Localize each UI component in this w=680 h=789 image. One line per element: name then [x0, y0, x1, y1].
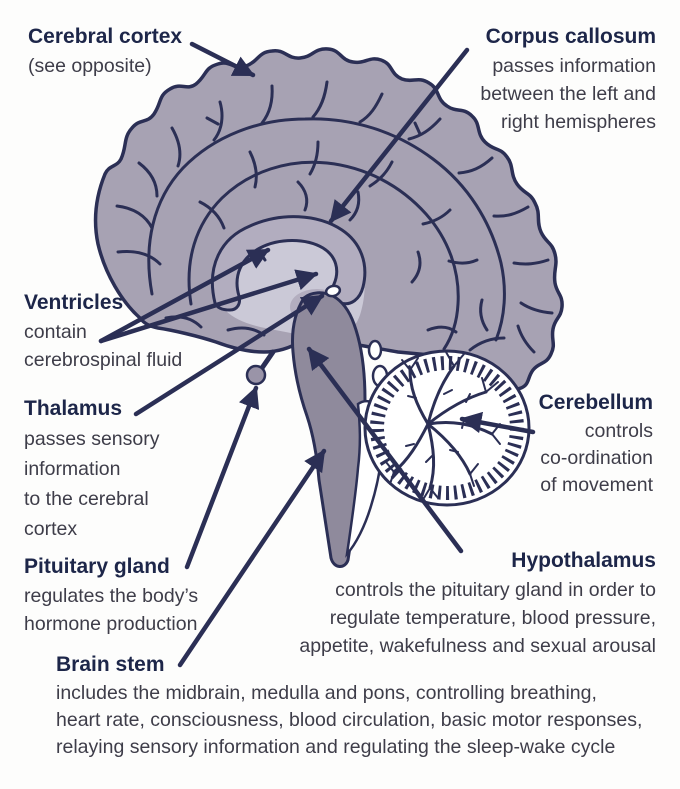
corpus-callosum-title: Corpus callosum: [485, 25, 656, 48]
ventricle-spot: [324, 284, 342, 298]
label-thalamus: Thalamus passes sensory information to t…: [24, 396, 159, 544]
arrow-corpus-callosum: [328, 47, 470, 224]
cerebellum-title: Cerebellum: [538, 391, 653, 414]
arrow-cerebral-cortex: [189, 41, 256, 78]
arrow-pituitary-gland: [184, 385, 260, 570]
thalamus-title: Thalamus: [24, 397, 123, 420]
cerebral-cortex-title: Cerebral cortex: [28, 25, 183, 48]
arrow-brain-stem: [177, 448, 327, 668]
arbor-vitae-twigs: [385, 351, 501, 499]
brain-stem-desc: includes the midbrain, medulla and pons,…: [56, 682, 643, 758]
arrow-hypothalamus: [306, 346, 464, 554]
label-cerebral-cortex: Cerebral cortex (see opposite): [28, 24, 182, 80]
label-pituitary-gland: Pituitary gland regulates the body’s hor…: [24, 554, 198, 638]
arrow-ventricles-2: [98, 269, 319, 344]
pituitary-gland-desc: regulates the body’s hormone production: [24, 585, 199, 635]
arrow-thalamus: [133, 293, 325, 417]
brain-stem-title: Brain stem: [56, 653, 165, 676]
arrow-cerebellum: [459, 411, 536, 435]
cerebellum-desc: controls co-ordination of movement: [540, 420, 653, 496]
label-hypothalamus: Hypothalamus controls the pituitary glan…: [299, 548, 656, 660]
cerebral-cortex-desc: (see opposite): [28, 55, 152, 77]
thalamus-desc: passes sensory information to the cerebr…: [24, 428, 160, 540]
label-ventricles: Ventricles contain cerebrospinal fluid: [24, 290, 182, 374]
label-cerebellum: Cerebellum controls co-ordination of mov…: [539, 390, 653, 499]
ventricles-title: Ventricles: [24, 291, 124, 314]
pituitary-gland-title: Pituitary gland: [24, 555, 170, 578]
label-brain-stem: Brain stem includes the midbrain, medull…: [56, 652, 642, 761]
hypothalamus-title: Hypothalamus: [511, 549, 656, 572]
label-corpus-callosum: Corpus callosum passes information betwe…: [480, 24, 656, 136]
tectum-lump: [367, 339, 383, 361]
ventricles-desc: contain cerebrospinal fluid: [24, 321, 183, 371]
pituitary-shape: [245, 349, 276, 386]
leader-arrows: [98, 41, 536, 668]
hypothalamus-desc: controls the pituitary gland in order to…: [299, 579, 656, 657]
corpus-callosum-desc: passes information between the left and …: [480, 55, 656, 133]
arrow-ventricles-1: [98, 247, 271, 344]
